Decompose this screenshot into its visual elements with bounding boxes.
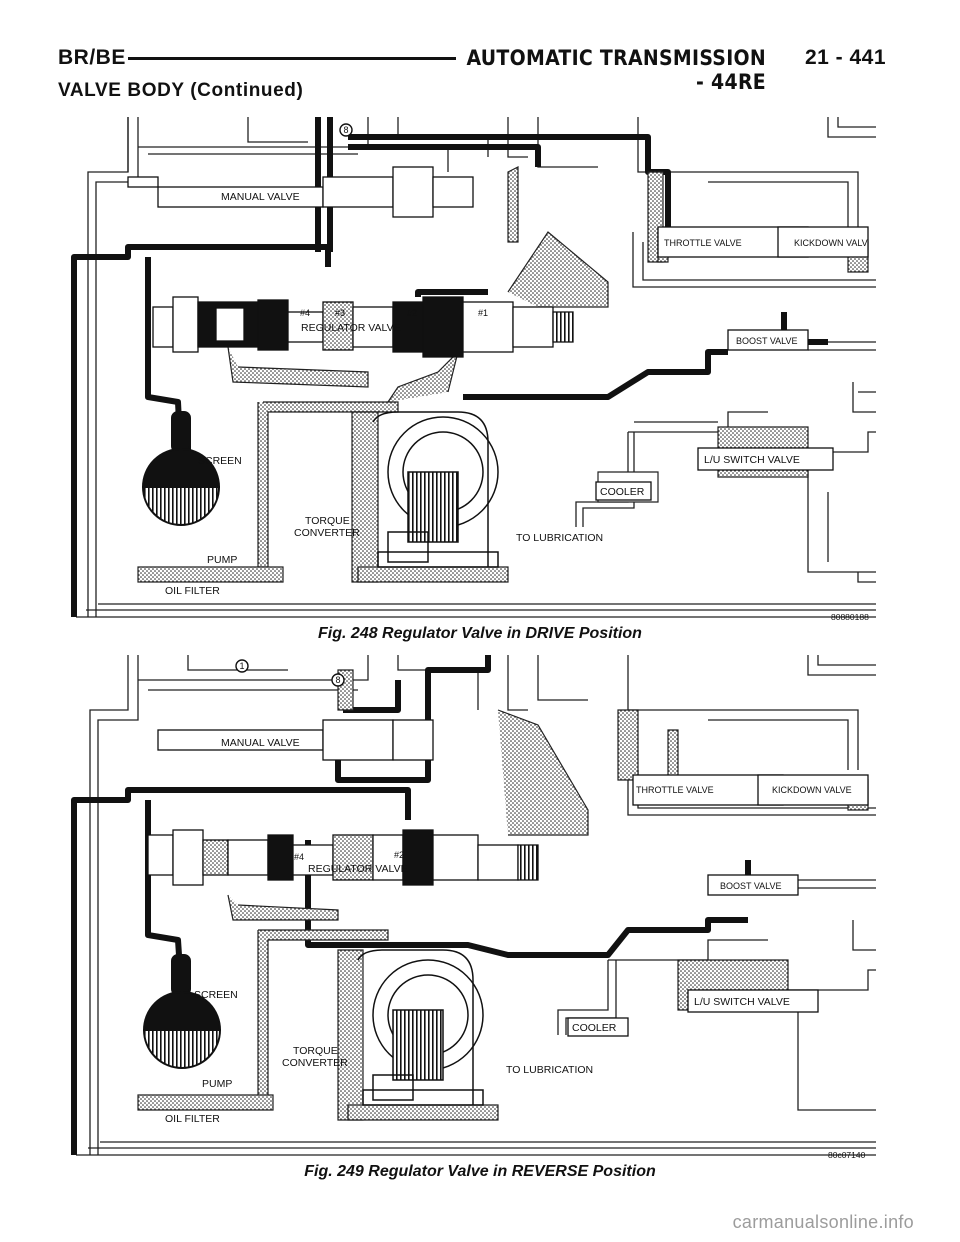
to-lubrication-label: TO LUBRICATION	[506, 1064, 593, 1076]
torque-converter-label-line1: TORQUE	[293, 1045, 338, 1057]
hydraulic-diagram-drive: 8 MANUAL VALVE THROTTLE VALVE KICKDOWN V…	[71, 117, 876, 622]
torque-converter-label-line1: TORQUE	[305, 515, 350, 527]
port-2-label: #2	[407, 308, 417, 318]
port-4-label: #4	[300, 308, 310, 318]
torque-converter-label-line2: CONVERTER	[294, 527, 360, 539]
port-4-label: #4	[294, 852, 304, 862]
screen-label: SCREEN	[194, 989, 238, 1001]
port-2-label: #2	[394, 850, 404, 860]
header-model: BR/BE	[58, 46, 126, 69]
throttle-valve-label: THROTTLE VALVE	[664, 238, 742, 248]
kickdown-valve-label: KICKDOWN VALV	[794, 238, 868, 248]
circle-8-label: 8	[335, 675, 340, 685]
regulator-valve-label: REGULATOR VALVE	[308, 863, 408, 875]
figure-id: 80c07140	[828, 1150, 866, 1160]
port-3-label: #3	[335, 308, 345, 318]
lu-switch-valve-label: L/U SWITCH VALVE	[704, 454, 800, 466]
to-lubrication-label: TO LUBRICATION	[516, 532, 603, 544]
pump-label: PUMP	[207, 554, 237, 566]
kickdown-valve-label: KICKDOWN VALVE	[772, 785, 852, 795]
circle-1-label: 1	[239, 661, 244, 671]
section-title: VALVE BODY (Continued)	[58, 80, 304, 101]
cooler-label: COOLER	[572, 1022, 617, 1034]
figure-id: 80880188	[831, 612, 869, 622]
boost-valve-label: BOOST VALVE	[736, 336, 798, 346]
pump-label: PUMP	[202, 1078, 232, 1090]
regulator-valve-label: REGULATOR VALVE	[301, 322, 401, 334]
screen-label: SCREEN	[198, 455, 242, 467]
lu-switch-valve-label: L/U SWITCH VALVE	[694, 996, 790, 1008]
circle-8-label: 8	[343, 125, 348, 135]
port-1-label: #1	[478, 308, 488, 318]
oil-filter-label: OIL FILTER	[165, 585, 220, 597]
header-page-number: 21 - 441	[804, 46, 886, 69]
header-section-title: AUTOMATIC TRANSMISSION - 44RE	[466, 46, 766, 94]
figure-regulator-drive: 8 MANUAL VALVE THROTTLE VALVE KICKDOWN V…	[68, 112, 880, 622]
torque-converter-label-line2: CONVERTER	[282, 1057, 348, 1069]
watermark: carmanualsonline.info	[732, 1212, 914, 1232]
figure-caption-249: Fig. 249 Regulator Valve in REVERSE Posi…	[304, 1163, 656, 1180]
throttle-valve-label: THROTTLE VALVE	[636, 785, 714, 795]
boost-valve-label: BOOST VALVE	[720, 881, 782, 891]
manual-valve-label: MANUAL VALVE	[221, 737, 300, 749]
cooler-label: COOLER	[600, 486, 645, 498]
manual-valve-label: MANUAL VALVE	[221, 191, 300, 203]
hydraulic-diagram-reverse: 1 8 MANUAL VALVE THROTTLE VALVE KICKDOWN…	[71, 655, 876, 1160]
oil-filter-label: OIL FILTER	[165, 1113, 220, 1125]
figure-caption-248: Fig. 248 Regulator Valve in DRIVE Positi…	[318, 625, 642, 642]
header-divider	[128, 57, 456, 60]
figure-regulator-reverse: 1 8 MANUAL VALVE THROTTLE VALVE KICKDOWN…	[68, 650, 880, 1160]
